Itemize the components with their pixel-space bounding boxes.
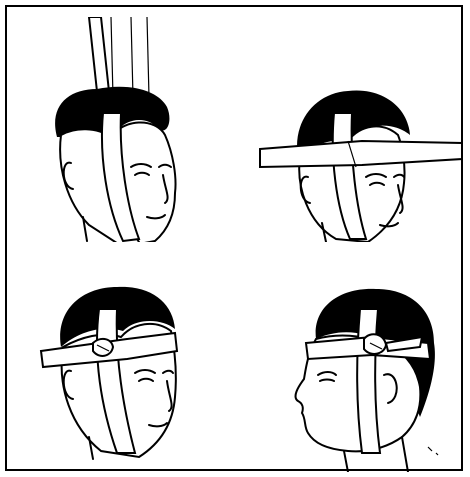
step-3-illustration xyxy=(27,247,242,472)
head-forehead-band-drawing xyxy=(27,247,242,472)
head-profile-knotted-bandage-drawing xyxy=(252,247,467,472)
head-vertical-bandage-drawing xyxy=(27,17,242,242)
illustration-frame xyxy=(5,5,463,471)
step-1-illustration xyxy=(27,17,242,242)
head-crossed-bandage-drawing xyxy=(252,17,467,242)
step-4-illustration xyxy=(252,247,467,472)
step-2-illustration xyxy=(252,17,467,242)
